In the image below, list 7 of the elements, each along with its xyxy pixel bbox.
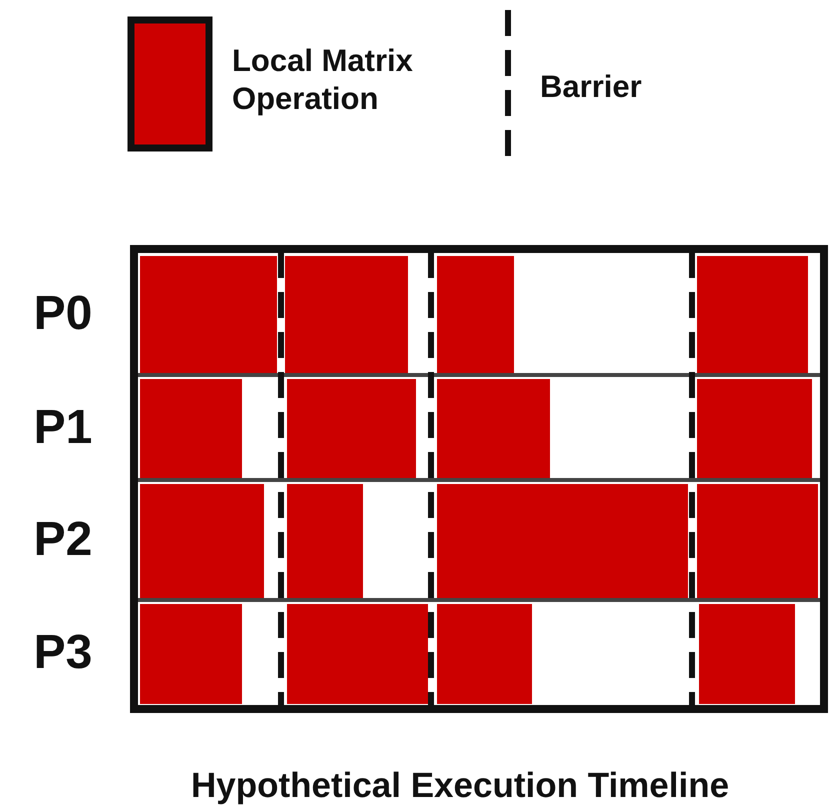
caption: Hypothetical Execution Timeline <box>190 765 730 807</box>
row-label: P0 <box>32 286 94 342</box>
row-label: P3 <box>32 625 94 681</box>
legend-label: Local Matrix Operation <box>232 42 414 118</box>
legend-label: Barrier <box>540 68 643 106</box>
row-label: P1 <box>32 400 94 456</box>
row-label: P2 <box>32 512 94 568</box>
